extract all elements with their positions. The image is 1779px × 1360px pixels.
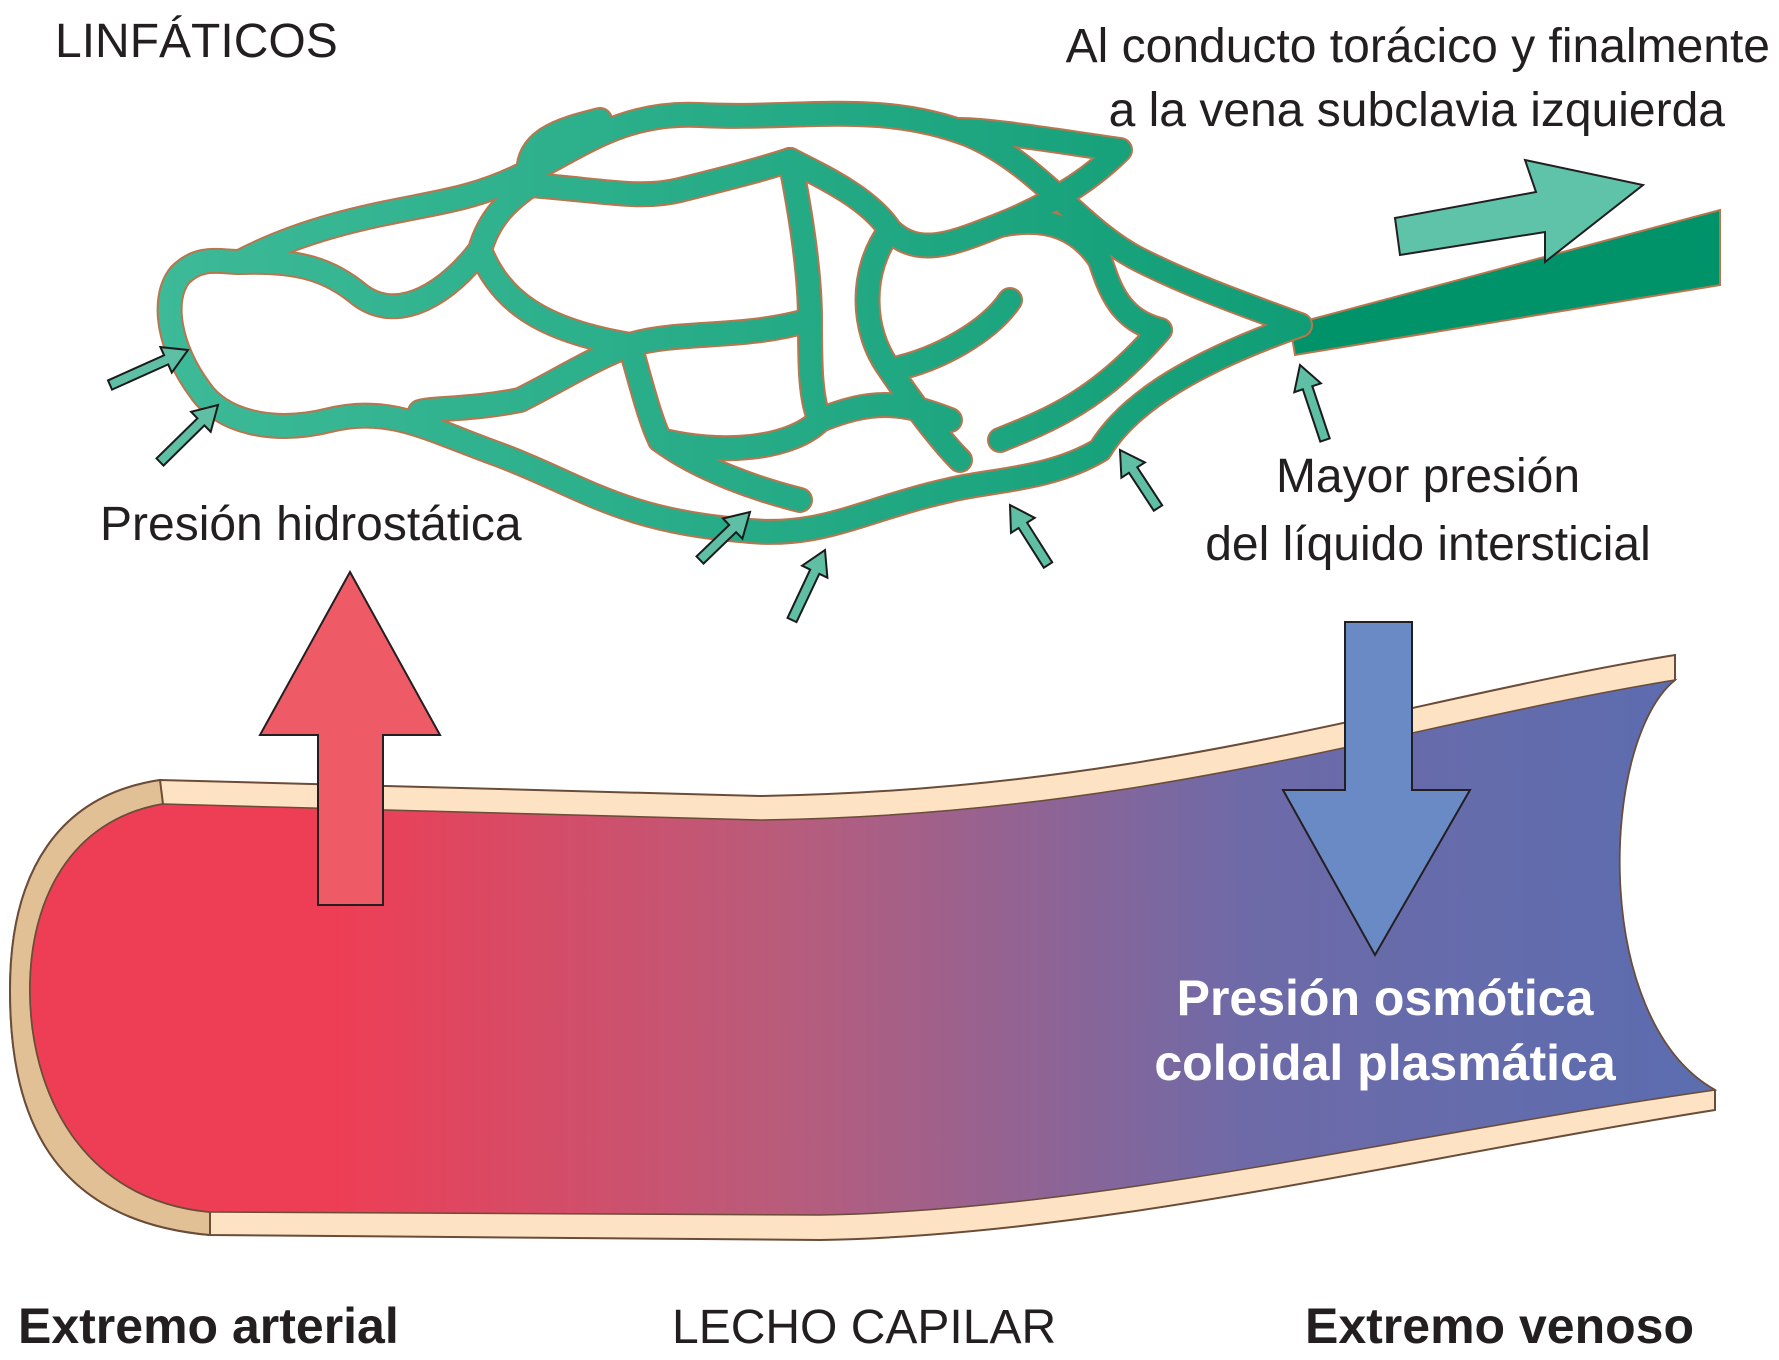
- inflow-arrow: [155, 403, 220, 468]
- capillary-bed: [8, 653, 1718, 1242]
- thoracic-duct-label-line1: Al conducto torácico y finalmente: [1066, 20, 1770, 73]
- lymph-vessel: [469, 149, 801, 261]
- interstitial-pressure-label-line1: Mayor presión: [1276, 450, 1580, 503]
- lymph-vessel: [409, 309, 821, 423]
- osmotic-pressure-label-line2: coloidal plasmática: [1154, 1035, 1616, 1091]
- inflow-arrow: [1118, 448, 1164, 513]
- inflow-arrow: [106, 345, 190, 391]
- inflow-arrow: [1292, 363, 1331, 443]
- lymph-vessel: [879, 289, 1021, 381]
- lymph-vessel: [649, 429, 811, 511]
- inflow-arrow: [695, 510, 752, 566]
- capillary-bed-label: LECHO CAPILAR: [672, 1301, 1056, 1354]
- fluid-inflow-arrows: [106, 345, 1331, 624]
- arterial-end-label: Extremo arterial: [18, 1298, 399, 1354]
- lymphatics-label: LINFÁTICOS: [55, 15, 338, 68]
- interstitial-pressure-label-line2: del líquido intersticial: [1205, 518, 1651, 571]
- lymph-vessel: [949, 119, 1131, 236]
- inflow-arrow: [1008, 503, 1054, 570]
- lymph-outflow-arrow: [1393, 158, 1646, 265]
- lymphatic-network: [156, 100, 1721, 545]
- hydrostatic-pressure-arrow: [258, 569, 442, 906]
- lymph-vessel: [469, 239, 641, 356]
- osmotic-pressure-label-line1: Presión osmótica: [1177, 970, 1595, 1026]
- oncotic-pressure-arrow: [1281, 621, 1472, 958]
- lymph-vessel: [517, 109, 611, 196]
- hydrostatic-pressure-label: Presión hidrostática: [100, 498, 522, 551]
- lymph-vessel: [809, 394, 961, 431]
- lymph-vessel: [779, 149, 831, 431]
- lymph-vessel: [989, 319, 1171, 451]
- thoracic-duct-label-line2: a la vena subclavia izquierda: [1109, 84, 1726, 137]
- lymph-vessel: [229, 239, 491, 318]
- lymph-vessel: [229, 102, 1311, 336]
- lymph-trunk: [1288, 208, 1721, 357]
- venous-end-label: Extremo venoso: [1305, 1298, 1694, 1354]
- inflow-arrow: [786, 548, 829, 624]
